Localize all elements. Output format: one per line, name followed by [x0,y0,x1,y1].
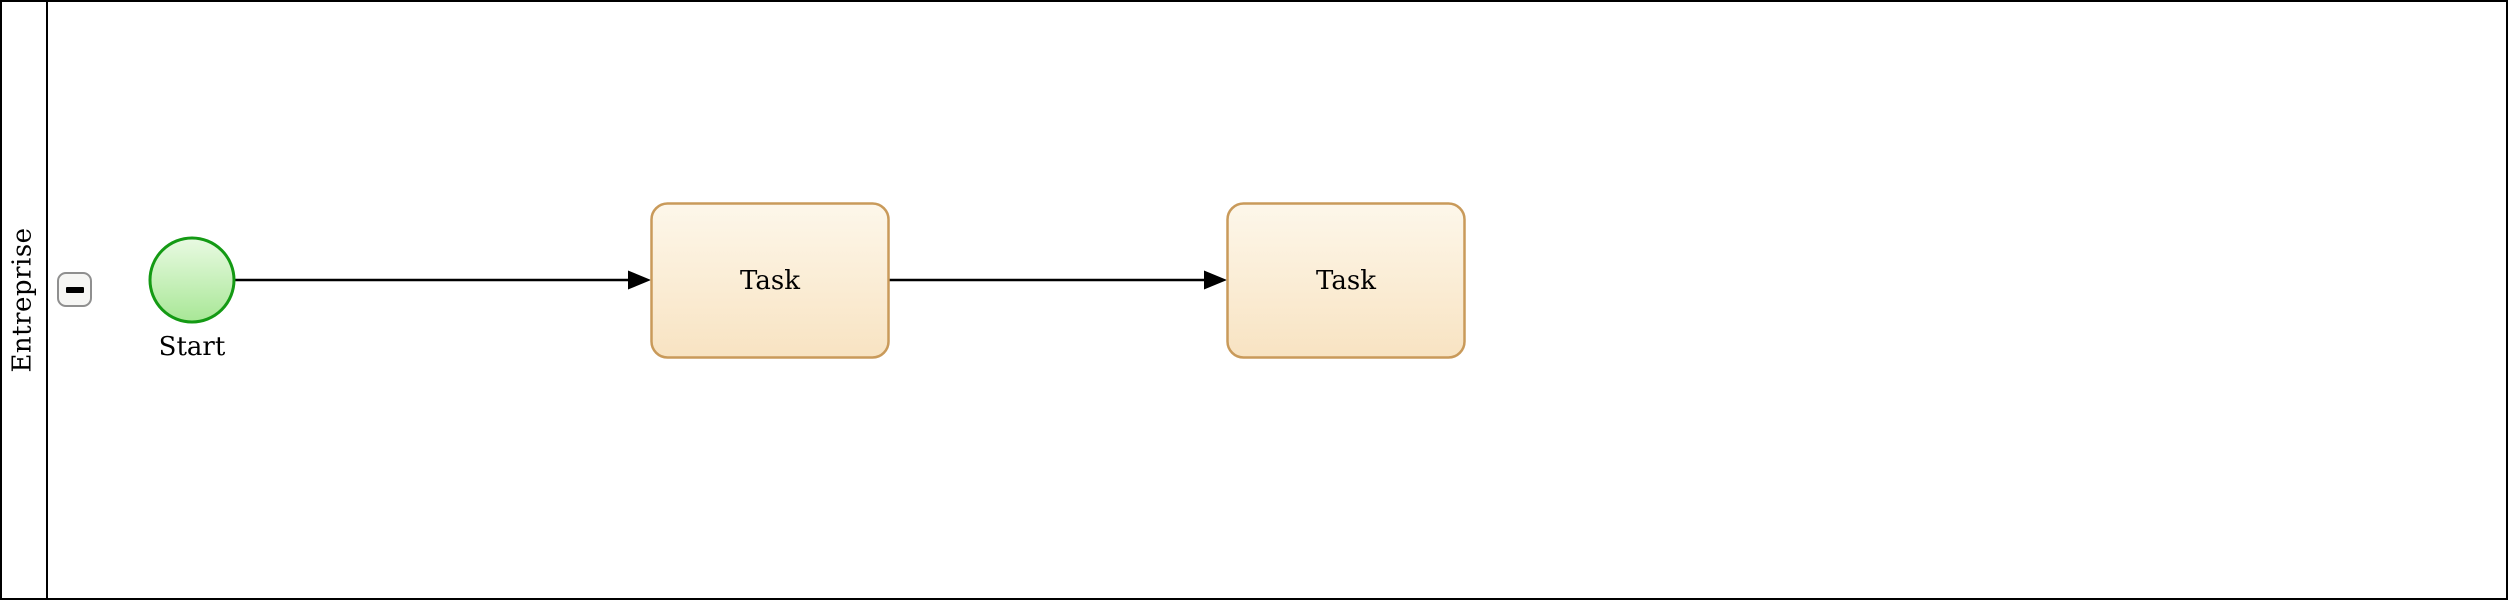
task1-shape[interactable] [650,202,890,359]
start-event-shape[interactable] [148,236,236,324]
pool-label-band[interactable]: Entreprise [0,0,48,600]
pool-collapse-button[interactable] [57,272,92,307]
minus-icon [65,286,84,293]
arrowhead-icon [1204,270,1227,290]
arrowhead-icon [628,270,651,290]
sequence-flow-task1-task2[interactable] [889,270,1227,290]
task2-shape[interactable] [1226,202,1466,359]
sequence-flow-start-task1[interactable] [234,270,651,290]
